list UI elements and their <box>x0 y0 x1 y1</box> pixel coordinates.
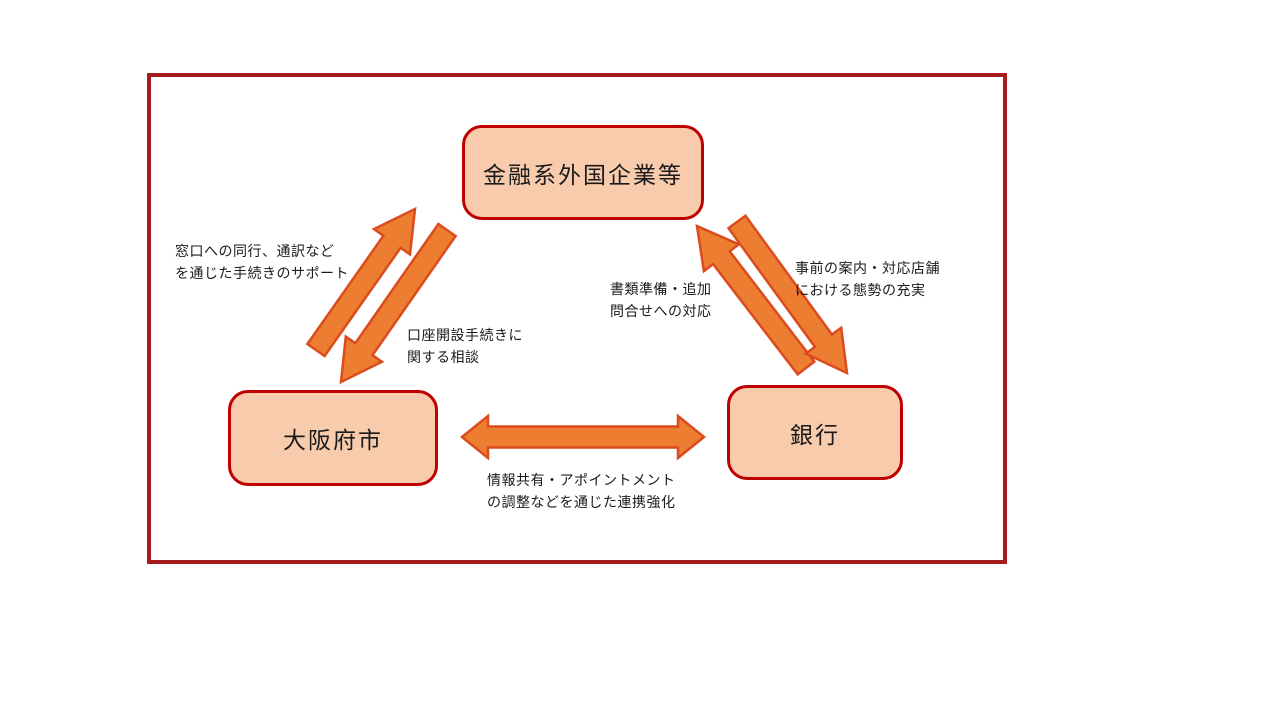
arrow-companies-to-bank-icon <box>726 214 849 376</box>
edge-label-consult: 口座開設手続きに 関する相談 <box>407 327 523 365</box>
arrow-companies-to-osaka-icon <box>339 222 458 385</box>
node-bank: 銀行 <box>727 385 903 480</box>
diagram-frame <box>147 73 1007 564</box>
arrow-osaka-to-companies-icon <box>305 206 417 358</box>
node-osaka: 大阪府市 <box>228 390 438 486</box>
node-foreign-companies-label: 金融系外国企業等 <box>483 161 683 188</box>
edge-label-guide: 事前の案内・対応店舗 における態勢の充実 <box>795 260 940 298</box>
arrow-bank-to-companies-icon <box>695 223 817 377</box>
edge-label-support: 窓口への同行、通訳など を通じた手続きのサポート <box>175 243 349 281</box>
edge-label-docs: 書類準備・追加 問合せへの対応 <box>610 281 712 319</box>
node-bank-label: 銀行 <box>790 421 840 448</box>
edge-label-collaboration: 情報共有・アポイントメント の調整などを通じた連携強化 <box>487 472 676 510</box>
arrow-osaka-bank-bidirectional-icon <box>460 413 706 461</box>
node-foreign-companies: 金融系外国企業等 <box>462 125 704 220</box>
node-osaka-label: 大阪府市 <box>283 427 383 453</box>
